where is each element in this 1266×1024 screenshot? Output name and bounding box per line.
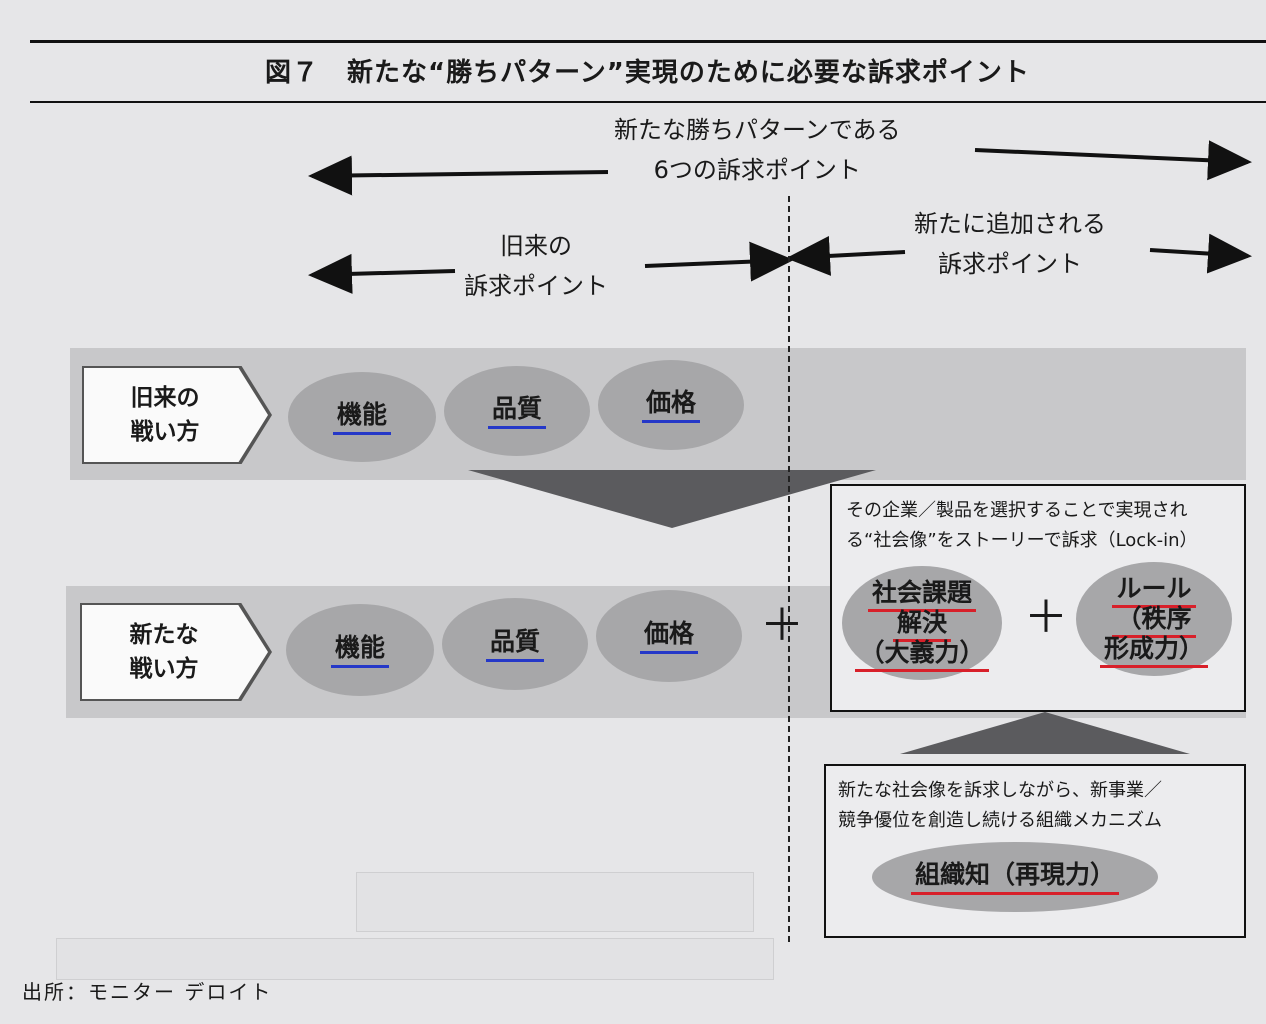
new-quality-text: 品質 [485,627,544,662]
six-points-line1: 新たな勝ちパターンである [614,116,901,144]
new-row-label: 新たな戦い方 [82,605,268,699]
dashed-divider [788,196,790,942]
six-points-right-arrow [974,140,1252,181]
social-issue-line3: （大義力） [855,638,989,672]
old-points-line1: 旧来の [500,232,572,260]
old-quality-ellipse: 品質 [444,366,590,456]
title-bottom-rule [30,101,1266,103]
new-row-label-line1: 新たな [129,622,199,648]
title-top-rule [30,40,1266,43]
source-credit: 出所：モニター デロイト [22,980,273,1004]
figure-title-text: 新たな“勝ちパターン”実現のために必要な訴求ポイント [347,58,1030,88]
old-function-text: 機能 [332,400,391,435]
social-issue-ellipse: 社会課題 解決 （大義力） [842,566,1002,680]
arrows-layer [308,140,1252,294]
support-up-arrow [900,712,1190,754]
lockin-plus-sign: ＋ [1024,592,1068,643]
faint-sticky-tab [356,872,754,932]
old-points-line2: 訴求ポイント [464,272,608,300]
new-function-text: 機能 [330,633,389,668]
figure-title: 図７ 新たな“勝ちパターン”実現のために必要な訴求ポイント [265,52,1030,89]
faint-sticky-tab-lower [56,938,774,980]
lockin-description-line2: る“社会像”をストーリーで訴求（Lock-in） [846,530,1198,551]
six-points-label: 新たな勝ちパターンである 6つの訴求ポイント [608,110,907,190]
old-row-label: 旧来の戦い方 [84,368,268,462]
new-points-line2: 訴求ポイント [938,250,1082,278]
six-points-line2: 6つの訴求ポイント [653,156,861,184]
old-quality-text: 品質 [487,394,546,429]
old-points-label: 旧来の 訴求ポイント [458,226,614,306]
six-points-left-arrow [308,155,611,196]
rule-ellipse: ルール （秩序 形成力） [1076,562,1232,676]
old-price-ellipse: 価格 [598,360,744,450]
new-quality-ellipse: 品質 [442,598,588,690]
old-points-right-arrow [644,241,794,282]
organization-description-line1: 新たな社会像を訴求しながら、新事業／ [838,780,1162,801]
new-points-left-arrow [786,235,906,276]
social-issue-line1: 社会課題 [867,578,976,612]
new-row-label-line2: 戦い方 [129,656,199,682]
rule-line2: （秩序 [1112,604,1196,638]
new-price-ellipse: 価格 [596,590,742,682]
old-points-left-arrow [308,253,456,294]
organizational-knowledge-ellipse: 組織知（再現力） [872,842,1158,912]
old-row-label-line2: 戦い方 [130,419,200,445]
new-points-label: 新たに追加される 訴求ポイント [908,204,1112,284]
figure-number: 図７ [265,58,320,88]
organization-description: 新たな社会像を訴求しながら、新事業／ 競争優位を創造し続ける組織メカニズム [838,776,1162,836]
old-function-ellipse: 機能 [288,372,436,462]
organizational-knowledge-text: 組織知（再現力） [910,860,1119,895]
row-plus-sign: ＋ [760,600,804,651]
old-row-label-line1: 旧来の [130,385,200,411]
organization-description-line2: 競争優位を創造し続ける組織メカニズム [838,810,1162,831]
new-points-line1: 新たに追加される [914,210,1106,238]
new-function-ellipse: 機能 [286,604,434,696]
rule-line1: ルール [1112,574,1196,608]
rule-line3: 形成力） [1099,634,1208,668]
transition-down-arrow [468,470,876,528]
old-price-text: 価格 [641,388,700,423]
new-price-text: 価格 [639,619,698,654]
lockin-description: その企業／製品を選択することで実現され る“社会像”をストーリーで訴求（Lock… [846,496,1198,556]
lockin-description-line1: その企業／製品を選択することで実現され [846,500,1188,521]
new-points-right-arrow [1149,233,1252,274]
social-issue-line2: 解決 [892,608,951,642]
